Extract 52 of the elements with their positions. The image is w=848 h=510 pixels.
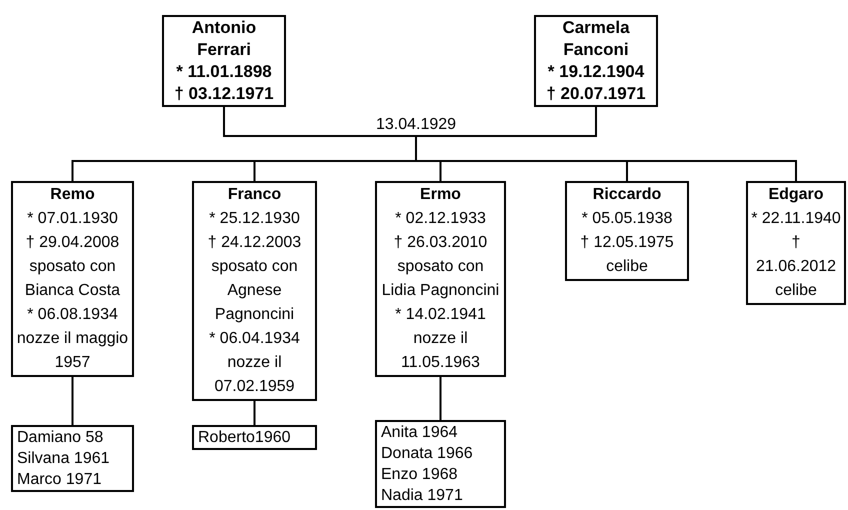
person-detail: Donata 1966: [381, 444, 474, 464]
family-line: [72, 377, 74, 425]
person-detail: nozze il 07.02.1959: [213, 353, 296, 397]
family-line: [254, 401, 256, 425]
person-box: [746, 181, 846, 305]
person-detail: Marco 1971: [17, 470, 102, 490]
person-detail: † 24.12.2003: [206, 233, 302, 253]
person-detail: * 06.08.1934: [26, 305, 119, 325]
person-detail: † 12.05.1975: [579, 233, 675, 253]
family-line: [440, 377, 442, 420]
person-detail: Silvana 1961: [17, 449, 111, 469]
person-detail: * 02.12.1933: [394, 209, 487, 229]
person-detail: † 26.03.2010: [392, 233, 488, 253]
children-list-box: [192, 425, 317, 450]
person-name: Ermo: [419, 185, 462, 205]
person-detail: Damiano 58: [17, 428, 104, 448]
person-detail: Roberto1960: [198, 428, 292, 448]
person-detail: * 06.04.1934: [208, 329, 301, 349]
person-box: [534, 15, 658, 107]
person-name: Antonio Ferrari: [190, 17, 258, 61]
person-detail: † 03.12.1971: [173, 83, 275, 105]
person-detail: celibe: [774, 281, 818, 301]
person-detail: sposato con Lidia Pagnoncini: [380, 257, 500, 301]
person-detail: * 05.05.1938: [580, 209, 674, 229]
person-detail: * 11.01.1898: [175, 61, 273, 83]
person-name: Riccardo: [592, 185, 662, 205]
person-detail: * 22.11.1940: [750, 209, 842, 229]
person-name: Franco: [226, 185, 282, 205]
person-box: [162, 15, 286, 107]
person-box: [11, 181, 134, 377]
person-detail: Nadia 1971: [381, 486, 464, 506]
person-box: [375, 181, 506, 377]
person-detail: nozze il 11.05.1963: [400, 329, 481, 373]
person-detail: celibe: [605, 257, 649, 277]
person-detail: sposato con Agnese Pagnoncini: [210, 257, 299, 325]
person-box: [192, 181, 317, 401]
person-detail: * 19.12.1904: [546, 61, 646, 83]
person-box: [565, 181, 689, 281]
person-detail: sposato con Bianca Costa: [24, 257, 122, 301]
person-detail: * 07.01.1930: [26, 209, 119, 229]
person-detail: † 20.07.1971: [545, 83, 647, 105]
person-name: Edgaro: [767, 185, 825, 205]
person-detail: † 29.04.2008: [24, 233, 120, 253]
person-name: Carmela Fanconi: [561, 17, 631, 61]
person-detail: * 14.02.1941: [394, 305, 487, 325]
person-detail: Enzo 1968: [381, 465, 459, 485]
person-detail: Anita 1964: [381, 423, 459, 443]
person-detail: nozze il maggio 1957: [16, 329, 130, 373]
person-detail: * 25.12.1930: [208, 209, 301, 229]
person-name: Remo: [49, 185, 96, 205]
children-list-box: [11, 425, 134, 492]
children-list-box: [375, 420, 506, 508]
